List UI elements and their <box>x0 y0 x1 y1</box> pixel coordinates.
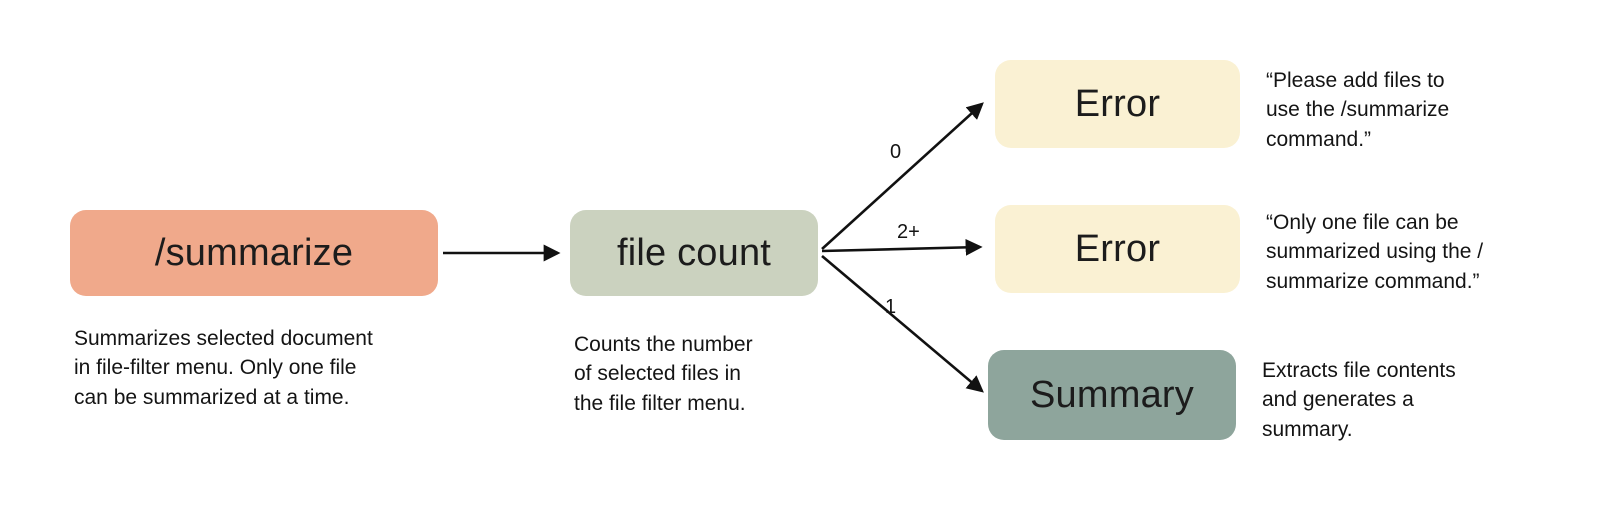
node-error-multi: Error <box>995 205 1240 293</box>
edge-filecount-to-summary <box>821 255 984 393</box>
node-file-count: file count <box>570 210 818 296</box>
edge-label-zero: 0 <box>890 141 902 163</box>
node-error-multi-label: Error <box>1074 227 1161 270</box>
node-summarize-label: /summarize <box>154 231 354 274</box>
note-error-zero: “Please add files to use the /summarize … <box>1266 69 1450 151</box>
edge-filecount-to-error-multi <box>821 238 983 256</box>
node-summary-label: Summary <box>1030 373 1194 416</box>
node-summarize: /summarize <box>70 210 438 296</box>
caption-summarize: Summarizes selected document in file-fil… <box>74 327 373 409</box>
edge-label-one: 1 <box>885 296 897 318</box>
node-error-zero-label: Error <box>1074 82 1161 125</box>
node-file-count-label: file count <box>616 231 772 274</box>
caption-file-count: Counts the number of selected files in t… <box>574 333 753 415</box>
note-summary: Extracts file contents and generates a s… <box>1262 359 1456 441</box>
node-summary: Summary <box>988 350 1236 440</box>
note-error-multi: “Only one file can be summarized using t… <box>1266 211 1484 293</box>
node-error-zero: Error <box>995 60 1240 148</box>
edge-label-multi: 2+ <box>897 221 920 243</box>
